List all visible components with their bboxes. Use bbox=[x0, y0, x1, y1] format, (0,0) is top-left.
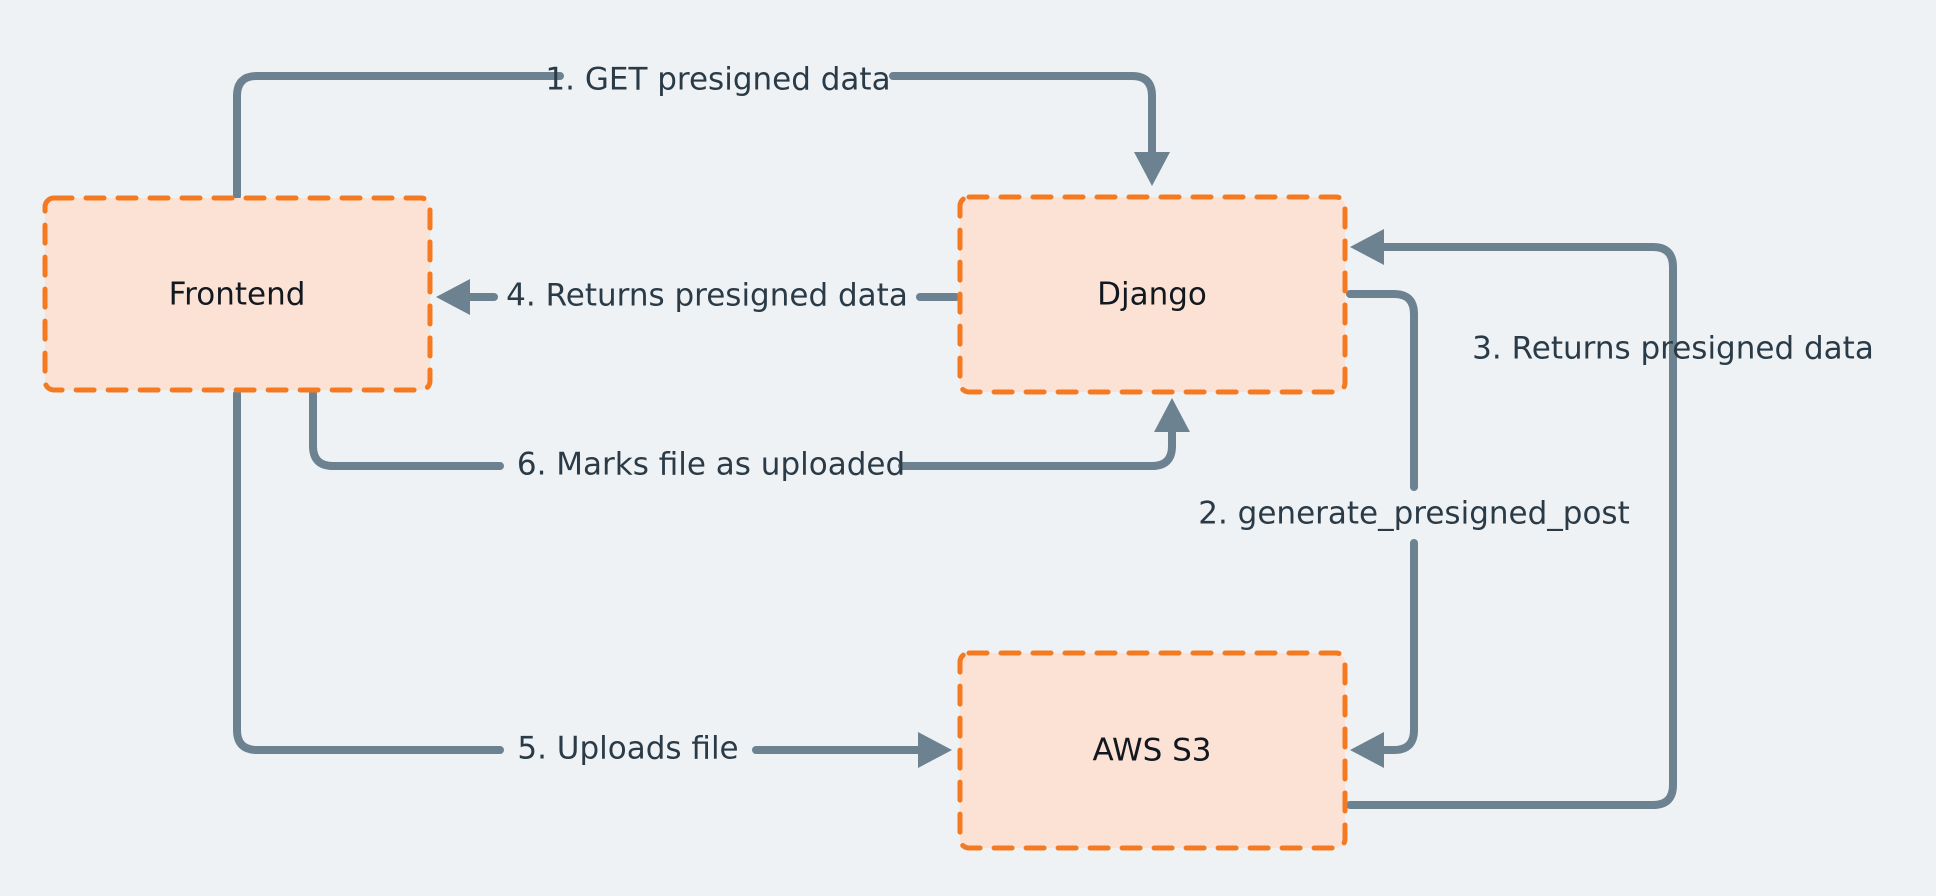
edge-4-returns-presigned-data[interactable]: 4. Returns presigned data bbox=[436, 278, 960, 316]
edge-3-returns-presigned-data[interactable]: 3. Returns presigned data bbox=[1346, 229, 1874, 809]
node-frontend-label: Frontend bbox=[169, 277, 306, 313]
edge-6-marks-file-as-uploaded[interactable]: 6. Marks file as uploaded bbox=[309, 390, 1190, 483]
edge-5-arrowhead bbox=[918, 732, 952, 768]
node-django-box bbox=[957, 194, 1348, 395]
edge-2-line-lower bbox=[1374, 539, 1418, 754]
node-frontend[interactable]: Frontend bbox=[42, 195, 433, 393]
edge-6-label: 6. Marks file as uploaded bbox=[517, 447, 905, 483]
edge-1-line-right bbox=[889, 72, 1156, 162]
node-django[interactable]: Django bbox=[957, 194, 1348, 395]
edge-2-label: 2. generate_presigned_post bbox=[1198, 496, 1629, 532]
edge-3-label: 3. Returns presigned data bbox=[1472, 331, 1874, 367]
edge-2-generate-presigned-post[interactable]: 2. generate_presigned_post bbox=[1198, 290, 1630, 768]
edge-1-get-presigned-data[interactable]: 1. GET presigned data bbox=[233, 62, 1170, 200]
node-aws-s3[interactable]: AWS S3 bbox=[957, 650, 1348, 851]
edge-3-line-lower bbox=[1346, 318, 1677, 809]
node-django-label: Django bbox=[1097, 277, 1207, 313]
edge-3-arrowhead bbox=[1350, 229, 1384, 265]
node-aws-s3-box bbox=[957, 650, 1348, 851]
node-aws-s3-label: AWS S3 bbox=[1092, 733, 1211, 769]
edge-3-line-upper bbox=[1374, 243, 1677, 382]
edge-2-arrowhead bbox=[1350, 732, 1384, 768]
edge-2-line-upper bbox=[1346, 290, 1418, 491]
edge-6-line-left bbox=[309, 390, 504, 470]
edge-5-label: 5. Uploads file bbox=[517, 731, 738, 767]
edge-5-uploads-file[interactable]: 5. Uploads file bbox=[233, 390, 952, 768]
edge-1-line-left bbox=[233, 72, 564, 200]
edge-1-label: 1. GET presigned data bbox=[545, 62, 890, 98]
edge-6-arrowhead bbox=[1154, 398, 1190, 432]
edge-5-line-left bbox=[233, 390, 504, 754]
edge-4-label: 4. Returns presigned data bbox=[506, 278, 908, 314]
edge-4-arrowhead bbox=[436, 279, 470, 315]
node-frontend-box bbox=[42, 195, 433, 393]
edge-6-line-right bbox=[898, 428, 1176, 470]
edge-1-arrowhead bbox=[1134, 152, 1170, 186]
